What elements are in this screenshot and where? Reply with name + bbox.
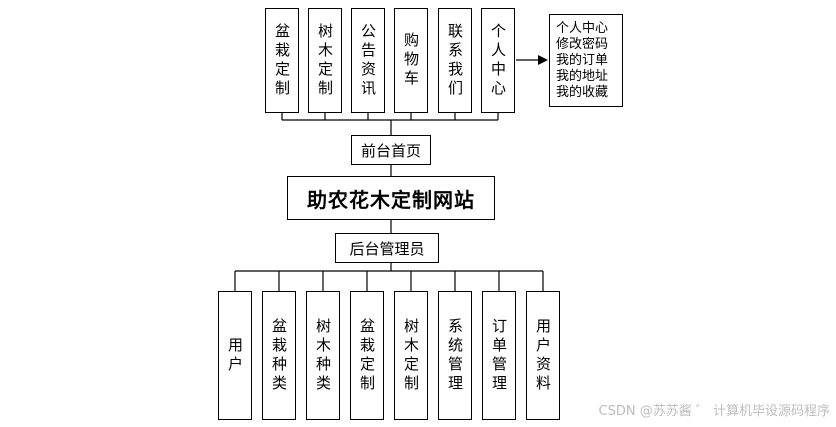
site-title-box: 助农花木定制网站 <box>287 176 495 220</box>
admin-item-tree-types: 树木种类 <box>306 291 340 420</box>
admin-hub-box: 后台管理员 <box>335 233 439 263</box>
personal-center-item: 我的地址 <box>556 68 609 84</box>
site-title: 助农花木定制网站 <box>307 187 475 212</box>
front-item-label: 个人中心 <box>489 22 507 99</box>
front-item-cart: 购物车 <box>394 8 428 113</box>
admin-item-user-profile: 用户资料 <box>526 291 560 420</box>
front-item-label: 购物车 <box>402 32 420 89</box>
admin-item-label: 订单管理 <box>490 317 508 394</box>
watermark: CSDN @苏苏酱 ゛ 计算机毕设源码程序 <box>598 404 830 419</box>
front-item-label: 树木定制 <box>316 22 334 99</box>
admin-item-label: 用户资料 <box>534 317 552 394</box>
admin-item-bonsai-custom: 盆栽定制 <box>350 291 384 420</box>
admin-item-bonsai-types: 盆栽种类 <box>262 291 296 420</box>
admin-hub-label: 后台管理员 <box>349 239 425 258</box>
admin-item-tree-custom: 树木定制 <box>394 291 428 420</box>
admin-item-label: 树木定制 <box>402 317 420 394</box>
front-hub-box: 前台首页 <box>351 135 431 165</box>
front-item-label: 公告资讯 <box>359 22 377 99</box>
admin-item-system: 系统管理 <box>438 291 472 420</box>
personal-center-item: 修改密码 <box>556 36 609 52</box>
personal-center-list: 个人中心 修改密码 我的订单 我的地址 我的收藏 <box>549 14 623 107</box>
front-item-announcements: 公告资讯 <box>351 8 385 113</box>
front-item-label: 联系我们 <box>446 22 464 99</box>
personal-center-item: 个人中心 <box>556 20 609 36</box>
admin-item-label: 盆栽定制 <box>358 317 376 394</box>
admin-item-label: 用户 <box>226 336 244 375</box>
personal-center-item: 我的收藏 <box>556 84 609 100</box>
admin-item-label: 系统管理 <box>446 317 464 394</box>
front-item-personal-center: 个人中心 <box>481 8 515 113</box>
arrow-head <box>538 55 548 65</box>
front-item-contact: 联系我们 <box>438 8 472 113</box>
admin-item-label: 盆栽种类 <box>270 317 288 394</box>
front-item-bonsai-custom: 盆栽定制 <box>265 8 299 113</box>
admin-item-users: 用户 <box>218 291 252 420</box>
front-hub-label: 前台首页 <box>360 141 421 160</box>
front-item-tree-custom: 树木定制 <box>308 8 342 113</box>
admin-item-orders: 订单管理 <box>482 291 516 420</box>
admin-item-label: 树木种类 <box>314 317 332 394</box>
front-item-label: 盆栽定制 <box>273 22 291 99</box>
personal-center-item: 我的订单 <box>556 52 609 68</box>
